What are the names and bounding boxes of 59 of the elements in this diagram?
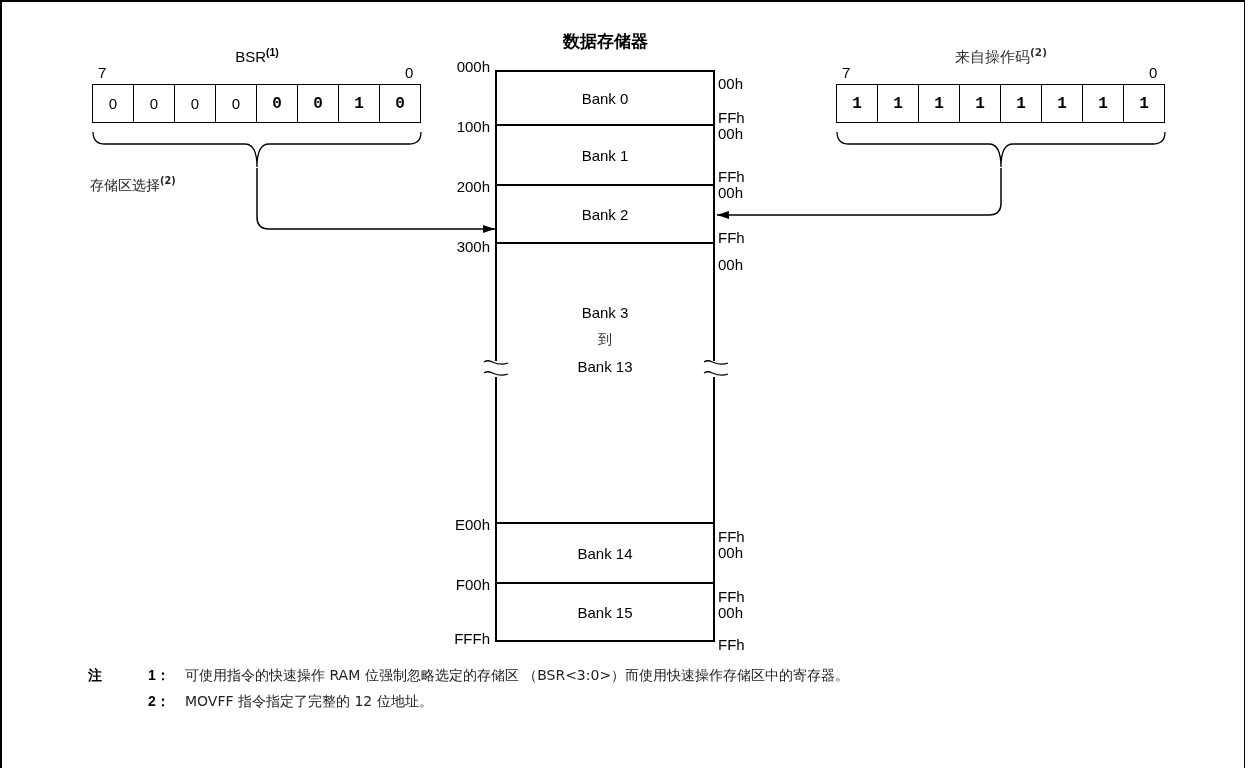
bit-cell: 0: [297, 84, 339, 123]
brace-caption: 存储区选择$^{(2)}$: [90, 174, 176, 194]
offset-label: 00h: [718, 184, 744, 201]
note-number: 2：: [148, 693, 170, 710]
bit-number: 0: [1149, 64, 1158, 81]
bit-cell: 1: [877, 84, 919, 123]
note-text: MOVFF 指令指定了完整的 12 位地址。: [185, 693, 433, 710]
bit-cell: 1: [836, 84, 878, 123]
bit-cell: 1: [959, 84, 1001, 123]
register-title: 来自操作码$^{(2)}$: [954, 46, 1048, 67]
address-label: 000h: [456, 58, 490, 75]
address-label: 300h: [456, 238, 490, 255]
bit-cell: 0: [92, 84, 134, 123]
bank-label: Bank 3: [581, 303, 629, 323]
offset-label: 00h: [718, 75, 744, 92]
bit-cell: 0: [174, 84, 216, 123]
address-label: 100h: [456, 118, 490, 135]
offset-label: FFh: [718, 109, 745, 126]
memory-title: 数据存储器: [561, 31, 649, 53]
range-word: 到: [598, 330, 612, 349]
bit-cell: 1: [918, 84, 960, 123]
offset-label: FFh: [718, 229, 745, 246]
bit-number: 7: [842, 64, 851, 81]
memory-bank: Bank 0: [495, 70, 715, 126]
note-number: 1：: [148, 667, 170, 684]
bank-label: Bank 13: [577, 357, 633, 377]
memory-bank: Bank 15: [495, 584, 715, 642]
offset-label: FFh: [718, 588, 745, 605]
bit-number: 7: [98, 64, 107, 81]
bit-cell: 1: [1000, 84, 1042, 123]
offset-label: 00h: [718, 256, 744, 273]
address-label: 200h: [456, 178, 490, 195]
bit-cell: 0: [379, 84, 421, 123]
memory-bank: Bank 2: [495, 186, 715, 244]
offset-label: 00h: [718, 544, 744, 561]
memory-bank: [495, 244, 715, 524]
bit-cell: 1: [1041, 84, 1083, 123]
register-title: BSR$^{(1)}$: [234, 46, 280, 65]
bit-cell: 0: [256, 84, 298, 123]
offset-label: FFh: [718, 636, 745, 653]
note-text: 可使用指令的快速操作 RAM 位强制忽略选定的存储区 （BSR<3:0>）而使用快速操作存储区中的寄存器。: [185, 667, 850, 684]
bit-cell: 0: [215, 84, 257, 123]
offset-label: FFh: [718, 168, 745, 185]
bit-cell: 1: [1123, 84, 1165, 123]
memory-bank: Bank 14: [495, 524, 715, 584]
bit-cell: 1: [1082, 84, 1124, 123]
note-marker: 注: [88, 667, 102, 684]
offset-label: 00h: [718, 604, 744, 621]
address-label: F00h: [455, 576, 490, 593]
arrow: [256, 167, 496, 233]
bit-number: 0: [405, 64, 414, 81]
memory-bank: Bank 1: [495, 126, 715, 186]
offset-label: 00h: [718, 125, 744, 142]
address-label: E00h: [454, 516, 490, 533]
bit-cell: 0: [133, 84, 175, 123]
offset-label: FFh: [718, 528, 745, 545]
bit-cell: 1: [338, 84, 380, 123]
address-label: FFFh: [454, 630, 490, 647]
arrow: [716, 167, 1002, 219]
